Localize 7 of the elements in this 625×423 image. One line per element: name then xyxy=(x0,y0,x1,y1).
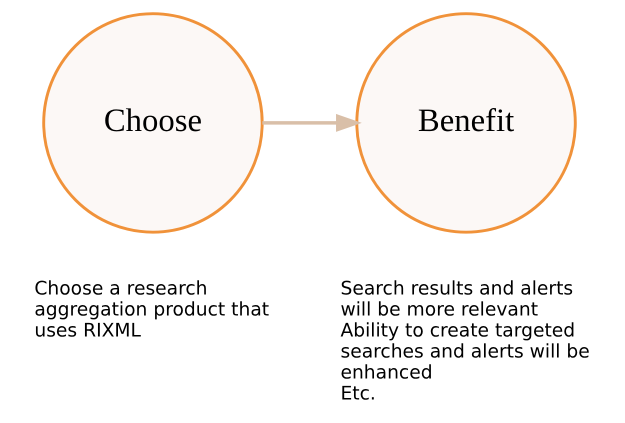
node-label: Etc. xyxy=(340,383,376,404)
node-label: Choose a research aggregation product that uses RIXML xyxy=(34,278,269,341)
arrow xyxy=(262,113,362,132)
node-label: Ability to create targeted searches and alerts will be enhanced xyxy=(340,320,590,384)
node-circle: Choose xyxy=(42,12,264,234)
node-circle: Benefit xyxy=(354,12,576,234)
node-label: Search results and alerts will be more relevant xyxy=(340,278,573,320)
